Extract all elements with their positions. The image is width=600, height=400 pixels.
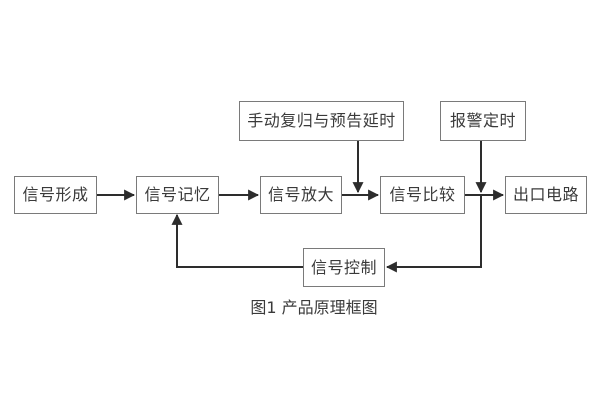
arrow-junction-to-control <box>385 195 482 273</box>
node-signal-formation: 信号形成 <box>14 176 97 214</box>
node-signal-amplify: 信号放大 <box>260 176 342 214</box>
node-signal-control: 信号控制 <box>303 248 385 287</box>
node-label: 信号放大 <box>267 185 334 204</box>
arrow-control-to-memory <box>171 213 303 268</box>
node-label: 出口电路 <box>512 185 579 204</box>
node-signal-memory: 信号记忆 <box>136 176 219 214</box>
node-label: 报警定时 <box>449 111 516 130</box>
node-label: 信号控制 <box>310 257 377 277</box>
node-alarm-timer: 报警定时 <box>440 101 526 141</box>
figure-caption: 图1 产品原理框图 <box>250 298 378 317</box>
node-manual-reset-delay: 手动复归与预告延时 <box>239 101 404 141</box>
node-label: 信号记忆 <box>144 185 211 204</box>
node-label: 信号比较 <box>389 185 456 204</box>
node-label: 手动复归与预告延时 <box>247 111 396 130</box>
node-signal-compare: 信号比较 <box>380 176 465 214</box>
node-output-circuit: 出口电路 <box>505 176 587 214</box>
node-label: 信号形成 <box>22 185 89 204</box>
